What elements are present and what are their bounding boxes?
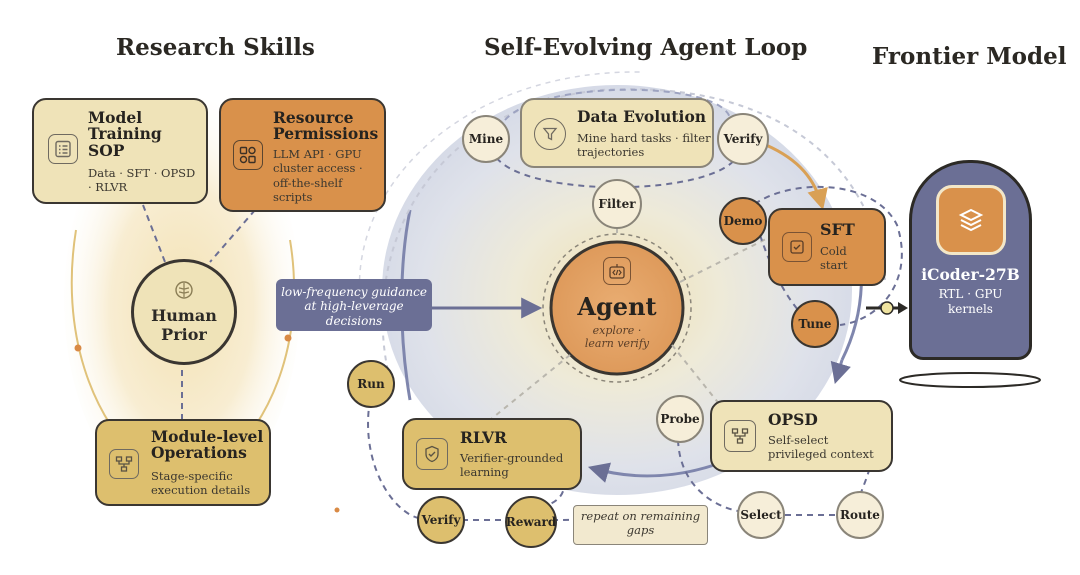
shield-check-icon [416, 438, 448, 470]
module-ops-title: Module-level Operations [151, 427, 264, 463]
agent-desc: explore · learn verify [584, 324, 650, 351]
resource-permissions-card[interactable]: Resource Permissions LLM API · GPU clust… [219, 98, 386, 212]
model-training-card[interactable]: Model Training SOP Data · SFT · OPSD · R… [32, 98, 208, 204]
check-square-icon [782, 232, 812, 262]
frontier-model-header: Frontier Model [872, 43, 1067, 70]
repeat-note-text: repeat on remaining gaps [580, 509, 701, 537]
layers-icon [936, 185, 1006, 255]
agent-loop-header: Self-Evolving Agent Loop [484, 34, 808, 61]
model-training-title: Model Training SOP [88, 108, 162, 160]
human-prior-label: Human Prior [151, 306, 217, 345]
data-evolution-title: Data Evolution [577, 107, 707, 126]
module-ops-card[interactable]: Module-level Operations Stage-specific e… [95, 419, 271, 506]
run-node[interactable]: Run [347, 360, 395, 408]
opsd-desc: Self-select privileged context [768, 433, 874, 462]
resource-permissions-desc: LLM API · GPU cluster access · off-the-s… [273, 147, 363, 205]
agent-node[interactable]: Agent explore · learn verify [551, 242, 683, 374]
frontier-model-name: iCoder-27B [921, 265, 1020, 284]
sft-card[interactable]: SFT Cold start [768, 208, 886, 286]
data-evolution-desc: Mine hard tasks · filter trajectories [577, 131, 711, 160]
shapes-icon [233, 140, 263, 170]
flowchart-icon [724, 420, 756, 452]
reward-node[interactable]: Reward [505, 496, 557, 548]
guidance-box: low-frequency guidance at high-leverage … [276, 279, 432, 331]
checklist-icon [48, 134, 78, 164]
opsd-title: OPSD [768, 410, 818, 429]
model-training-desc: Data · SFT · OPSD · RLVR [88, 166, 196, 195]
module-ops-desc: Stage-specific execution details [151, 469, 251, 498]
select-node[interactable]: Select [737, 491, 785, 539]
resource-permissions-title: Resource Permissions [273, 108, 379, 144]
human-prior-node[interactable]: Human Prior [131, 259, 237, 365]
verify-bottom-node[interactable]: Verify [417, 496, 465, 544]
flowchart-icon [109, 449, 139, 479]
sft-desc: Cold start [820, 244, 848, 273]
frontier-model-card[interactable]: iCoder-27B RTL · GPU kernels [909, 160, 1032, 360]
brain-icon [174, 280, 194, 300]
route-node[interactable]: Route [836, 491, 884, 539]
repeat-note: repeat on remaining gaps [573, 505, 708, 545]
agent-title: Agent [577, 292, 657, 321]
code-robot-icon [603, 257, 631, 285]
demo-node[interactable]: Demo [719, 197, 767, 245]
rlvr-desc: Verifier-grounded learning [460, 451, 564, 480]
frontier-model-desc: RTL · GPU kernels [938, 287, 1003, 316]
guidance-text: low-frequency guidance at high-leverage … [281, 285, 427, 328]
rlvr-title: RLVR [460, 428, 507, 447]
data-evolution-card[interactable]: Data Evolution Mine hard tasks · filter … [520, 98, 714, 168]
probe-node[interactable]: Probe [656, 395, 704, 443]
mine-node[interactable]: Mine [462, 115, 510, 163]
research-skills-header: Research Skills [116, 34, 315, 61]
verify-top-node[interactable]: Verify [717, 113, 769, 165]
rlvr-card[interactable]: RLVR Verifier-grounded learning [402, 418, 582, 490]
filter-node[interactable]: Filter [592, 179, 642, 229]
tune-node[interactable]: Tune [791, 300, 839, 348]
opsd-card[interactable]: OPSD Self-select privileged context [710, 400, 893, 472]
funnel-icon [534, 118, 566, 150]
sft-title: SFT [820, 220, 855, 239]
